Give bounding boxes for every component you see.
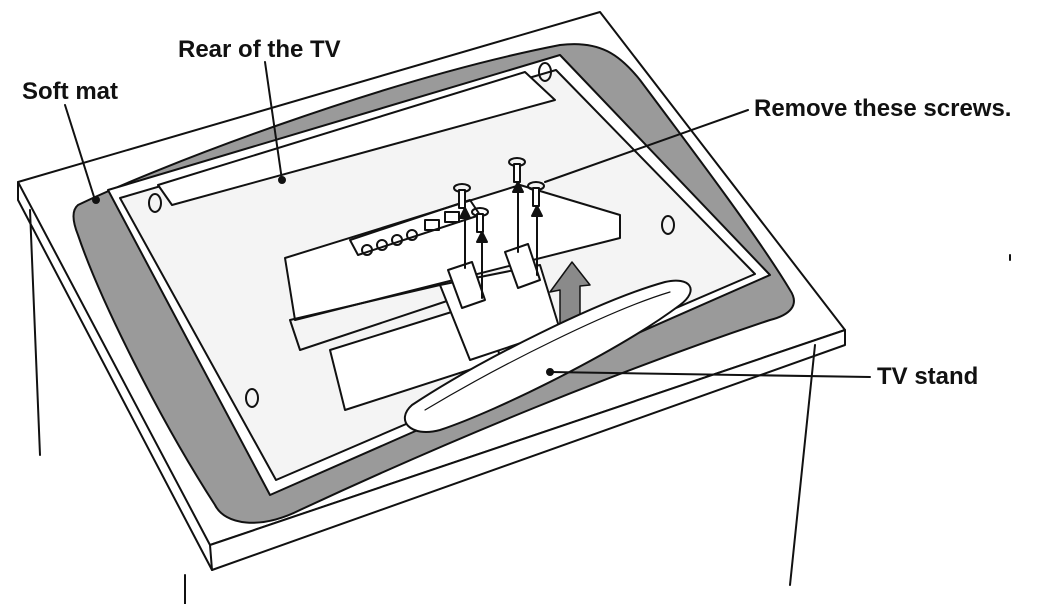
- mount-hole-bl: [245, 388, 259, 408]
- screw-arrows: [459, 181, 543, 299]
- mount-hole-tl: [148, 193, 162, 213]
- table-edge: [209, 329, 846, 571]
- remove-screws-label: Remove these screws.: [754, 95, 1012, 122]
- leader-tv-stand: [549, 371, 871, 378]
- mount-hole-br: [661, 215, 675, 235]
- leader-soft-mat: [64, 104, 96, 201]
- table-leg-left: [29, 209, 41, 456]
- rear-of-tv-label: Rear of the TV: [178, 36, 341, 63]
- bracket-right: [504, 243, 541, 289]
- leader-screws: [544, 109, 749, 183]
- mount-hole-tr: [538, 62, 552, 82]
- tv-stand-label: TV stand: [877, 363, 979, 390]
- soft-mat-label: Soft mat: [22, 78, 118, 105]
- screws: [453, 157, 545, 233]
- table-leg-right-front: [789, 344, 816, 586]
- table-side-edge: [17, 181, 213, 571]
- leader-rear-tv: [264, 61, 283, 181]
- top-recess: [157, 71, 556, 206]
- tv-stand-base: [404, 279, 692, 433]
